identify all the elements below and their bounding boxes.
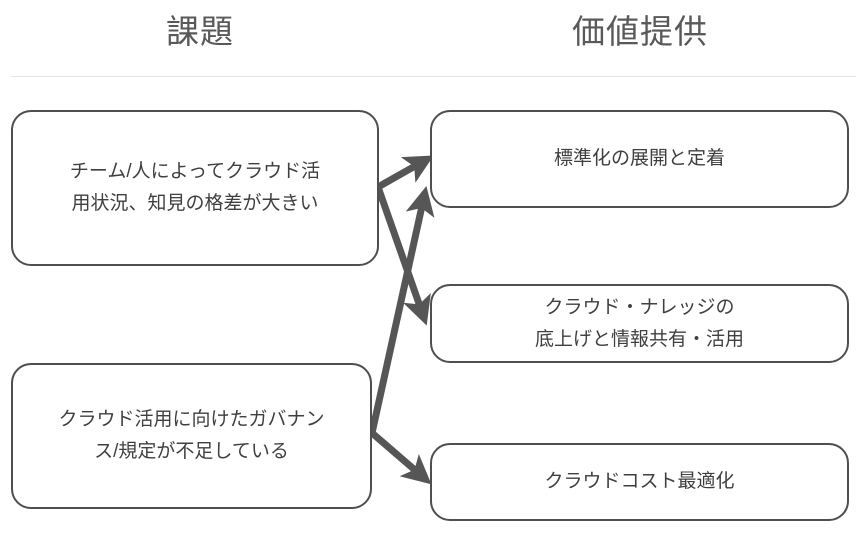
value-box-3[interactable]: クラウドコスト最適化 (430, 443, 849, 521)
issue-box-1-line-1: チーム/人によってクラウド活 (69, 161, 321, 182)
value-box-2-line-1: クラウド・ナレッジの (544, 296, 735, 318)
issue-box-2-line-1: クラウド活用に向けたガバナン (58, 409, 325, 430)
issue-box-1-line-2: 用状況、知見の格差が大きい (71, 193, 319, 214)
arrow-issue1-to-value1 (376, 155, 434, 191)
issue-box-2-text: クラウド活用に向けたガバナン ス/規定が不足している (58, 404, 324, 468)
value-box-3-text: クラウドコスト最適化 (544, 466, 734, 498)
arrow-issue2-to-value1 (368, 186, 435, 434)
arrow-issue1-to-value2 (374, 185, 431, 326)
value-box-3-line-1: クラウドコスト最適化 (544, 471, 735, 492)
value-box-1-line-1: 標準化の展開と定着 (553, 148, 725, 169)
arrow-issue2-to-value3 (369, 430, 432, 485)
value-box-2-text: クラウド・ナレッジの 底上げと情報共有・活用 (535, 292, 744, 356)
value-box-1[interactable]: 標準化の展開と定着 (430, 110, 849, 208)
value-box-1-text: 標準化の展開と定着 (554, 143, 725, 175)
issue-box-1-text: チーム/人によってクラウド活 用状況、知見の格差が大きい (70, 156, 320, 220)
issue-box-1[interactable]: チーム/人によってクラウド活 用状況、知見の格差が大きい (11, 110, 379, 266)
value-box-2[interactable]: クラウド・ナレッジの 底上げと情報共有・活用 (430, 284, 849, 363)
column-heading-value: 価値提供 (572, 13, 708, 50)
issue-box-2-line-2: ス/規定が不足している (94, 441, 289, 462)
column-heading-issues: 課題 (166, 13, 234, 50)
issue-box-2[interactable]: クラウド活用に向けたガバナン ス/規定が不足している (11, 363, 372, 509)
value-box-2-line-2: 底上げと情報共有・活用 (534, 328, 744, 350)
header-divider (11, 76, 856, 77)
